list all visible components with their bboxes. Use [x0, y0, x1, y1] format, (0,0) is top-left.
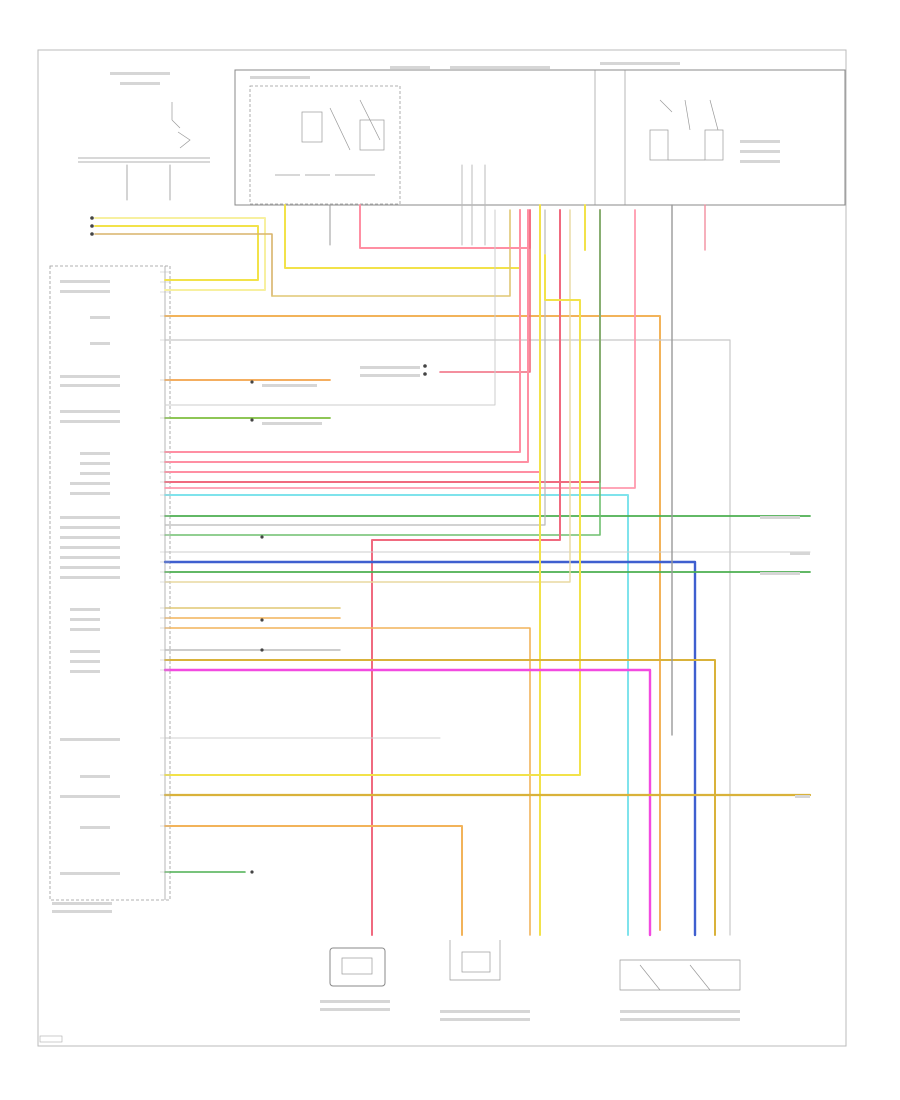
- wire-yellow-tall: [539, 204, 586, 936]
- wire-pink-452: [164, 209, 521, 453]
- wires: [94, 164, 812, 937]
- wire-magenta-670: [163, 668, 652, 937]
- wire-pink-488: [164, 209, 636, 489]
- connector-nodes: [90, 216, 427, 874]
- wire-gold-660: [164, 659, 716, 936]
- bottom-left-sensor: [329, 947, 386, 987]
- fuse-relay-symbol: [649, 99, 724, 161]
- pin-ticks: [160, 271, 170, 873]
- top-center-module: [249, 85, 401, 205]
- wire-top-left-3: [94, 233, 273, 297]
- wire-orange-826: [164, 825, 463, 936]
- wire-tan-top: [271, 209, 511, 297]
- wire-cyan-495: [164, 494, 629, 936]
- wire-blue-562: [163, 560, 697, 937]
- bottom-center-sensor: [449, 940, 501, 981]
- wire-gray-340: [164, 339, 731, 936]
- wire-orange-628: [164, 627, 531, 936]
- wire-yellow-tall-2: [164, 254, 581, 776]
- wire-pink-462: [164, 209, 529, 463]
- wire-gray-525: [164, 209, 546, 526]
- diagram-frame: [37, 49, 847, 1047]
- wire-orange-316: [164, 315, 661, 931]
- wire-red-370: [439, 209, 531, 373]
- wire-pink-472: [164, 209, 541, 473]
- top-right-module: [234, 69, 846, 206]
- wire-green-535: [164, 209, 601, 536]
- wire-tan-582: [164, 209, 571, 583]
- wire-red-482: [164, 209, 601, 483]
- wire-gray-405: [164, 209, 496, 406]
- wire-top-left-2: [94, 225, 259, 281]
- components: [39, 69, 846, 1043]
- wire-top-left-1: [94, 217, 266, 291]
- wire-pink-top: [359, 204, 531, 249]
- engine-control-module: [49, 265, 171, 901]
- ignition-switch-area: [78, 102, 210, 163]
- relay-switch-symbol: [275, 99, 385, 176]
- illegible-text-marks: [52, 62, 810, 1021]
- bottom-right-sensor: [619, 959, 741, 991]
